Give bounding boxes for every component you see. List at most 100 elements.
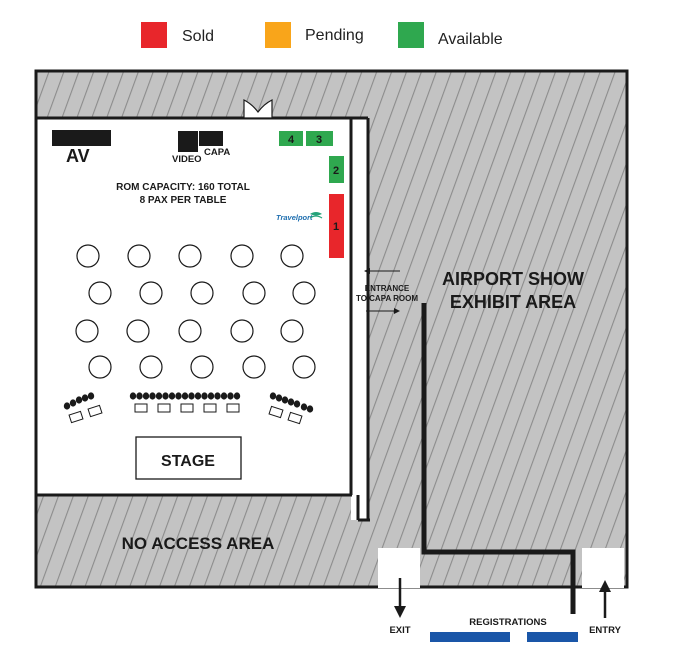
- legend-pending-swatch: [265, 22, 291, 48]
- entrance-corridor: [351, 118, 368, 520]
- chair: [287, 398, 295, 406]
- walls: [34, 69, 629, 589]
- no-access-label: NO ACCESS AREA: [122, 534, 275, 553]
- desk: [226, 403, 240, 413]
- legend-available-swatch: [398, 22, 424, 48]
- chair: [275, 394, 283, 402]
- round-table: [230, 244, 254, 268]
- capacity-line-2: 8 PAX PER TABLE: [140, 195, 227, 206]
- desk: [203, 403, 217, 413]
- stage-label: STAGE: [161, 453, 215, 470]
- top-corridor: [36, 71, 368, 118]
- stage: [135, 436, 242, 480]
- round-table: [242, 355, 266, 379]
- booth-3-label: 3: [316, 134, 322, 146]
- av-label: AV: [66, 146, 90, 166]
- chair: [214, 392, 221, 400]
- desk: [268, 405, 284, 419]
- chair: [300, 403, 308, 411]
- chair: [81, 394, 89, 402]
- entrance-annotation: ENTRANCE TO CAPA ROOM: [356, 268, 418, 314]
- round-table: [88, 355, 112, 379]
- chair: [87, 392, 95, 400]
- front-seating: [63, 392, 314, 425]
- hatched-areas: [36, 71, 627, 587]
- chair: [136, 392, 143, 400]
- round-table: [292, 281, 316, 305]
- chair: [181, 392, 189, 400]
- chair: [188, 392, 195, 400]
- registration-desk-2: [527, 632, 578, 642]
- video-label: VIDEO: [172, 154, 202, 165]
- legend-sold-swatch: [141, 22, 167, 48]
- chair: [69, 399, 77, 407]
- desk: [87, 404, 103, 418]
- chair: [168, 392, 176, 400]
- chair: [129, 392, 137, 400]
- entrance-label-2: TO CAPA ROOM: [356, 294, 418, 303]
- legend: Sold Pending Available: [141, 22, 503, 48]
- chair: [281, 396, 289, 404]
- round-table: [190, 281, 214, 305]
- chair: [194, 392, 202, 400]
- round-table: [139, 355, 163, 379]
- exit-label: EXIT: [389, 625, 410, 636]
- entry-marker: ENTRY: [589, 580, 622, 636]
- round-table: [190, 355, 214, 379]
- entry-label: ENTRY: [589, 625, 622, 636]
- exhibit-area-label-2: EXHIBIT AREA: [450, 292, 576, 312]
- booth-1-rect[interactable]: [329, 194, 344, 258]
- travelport-swoosh-icon: [310, 212, 322, 216]
- registrations: REGISTRATIONS: [430, 617, 578, 642]
- arrow-right-icon: [394, 308, 400, 314]
- booth-4-rect[interactable]: [279, 131, 303, 146]
- round-table: [178, 319, 202, 343]
- booth-4[interactable]: 4: [279, 131, 303, 146]
- registrations-label: REGISTRATIONS: [469, 617, 546, 628]
- chair: [293, 400, 301, 408]
- round-table: [88, 281, 112, 305]
- corridor-strip: [358, 520, 370, 587]
- travelport-logo-text: Travelport: [276, 213, 313, 222]
- round-table: [230, 319, 254, 343]
- video-block: [178, 131, 198, 152]
- round-table: [292, 355, 316, 379]
- chair: [233, 392, 241, 400]
- desk: [180, 403, 194, 413]
- round-table: [76, 244, 100, 268]
- chair: [220, 392, 228, 400]
- no-access-area: [36, 495, 358, 587]
- round-table: [280, 319, 304, 343]
- exhibit-area-label-1: AIRPORT SHOW: [442, 269, 584, 289]
- chair: [201, 392, 208, 400]
- chair: [207, 392, 215, 400]
- chair: [227, 392, 234, 400]
- entrance-label-1: ENTRANCE: [365, 284, 410, 293]
- booth-4-label: 4: [288, 134, 295, 146]
- booth-2-rect[interactable]: [329, 156, 344, 183]
- chair: [269, 392, 277, 400]
- booth-3-rect[interactable]: [306, 131, 333, 146]
- legend-pending-label: Pending: [305, 27, 364, 44]
- capa-room: [37, 118, 351, 495]
- round-table: [242, 281, 266, 305]
- double-door: [243, 99, 273, 119]
- chair: [162, 392, 169, 400]
- desk: [157, 403, 171, 413]
- capa-block: [199, 131, 223, 146]
- chair: [155, 392, 163, 400]
- desk: [134, 403, 148, 413]
- booth-1[interactable]: 1: [329, 194, 344, 258]
- round-table: [139, 281, 163, 305]
- booth-2[interactable]: 2: [329, 156, 344, 183]
- exhibit-walkway-path: [421, 303, 576, 614]
- travelport-logo: Travelport: [276, 212, 323, 222]
- booth-3[interactable]: 3: [306, 131, 333, 146]
- booth-1-label: 1: [333, 221, 339, 233]
- arrow-left-icon: [364, 268, 370, 274]
- round-table: [127, 244, 151, 268]
- desk: [287, 411, 303, 425]
- av-block: [52, 130, 111, 146]
- capacity-line-1: ROM CAPACITY: 160 TOTAL: [116, 182, 250, 193]
